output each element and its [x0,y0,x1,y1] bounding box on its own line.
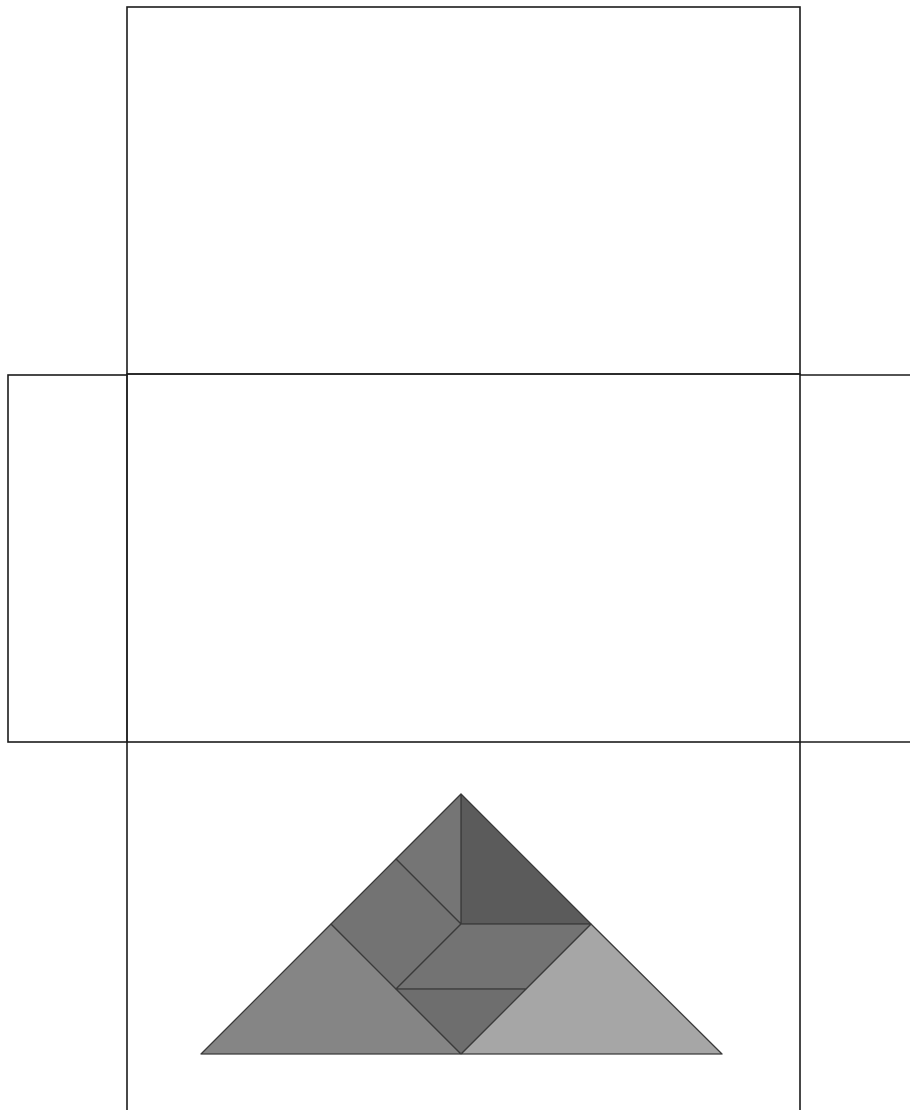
tangram-triangle [201,794,722,1054]
left-flap [8,375,127,742]
top-triangle-dark [461,794,591,924]
top-panel [127,7,800,374]
middle-panel [127,374,800,742]
